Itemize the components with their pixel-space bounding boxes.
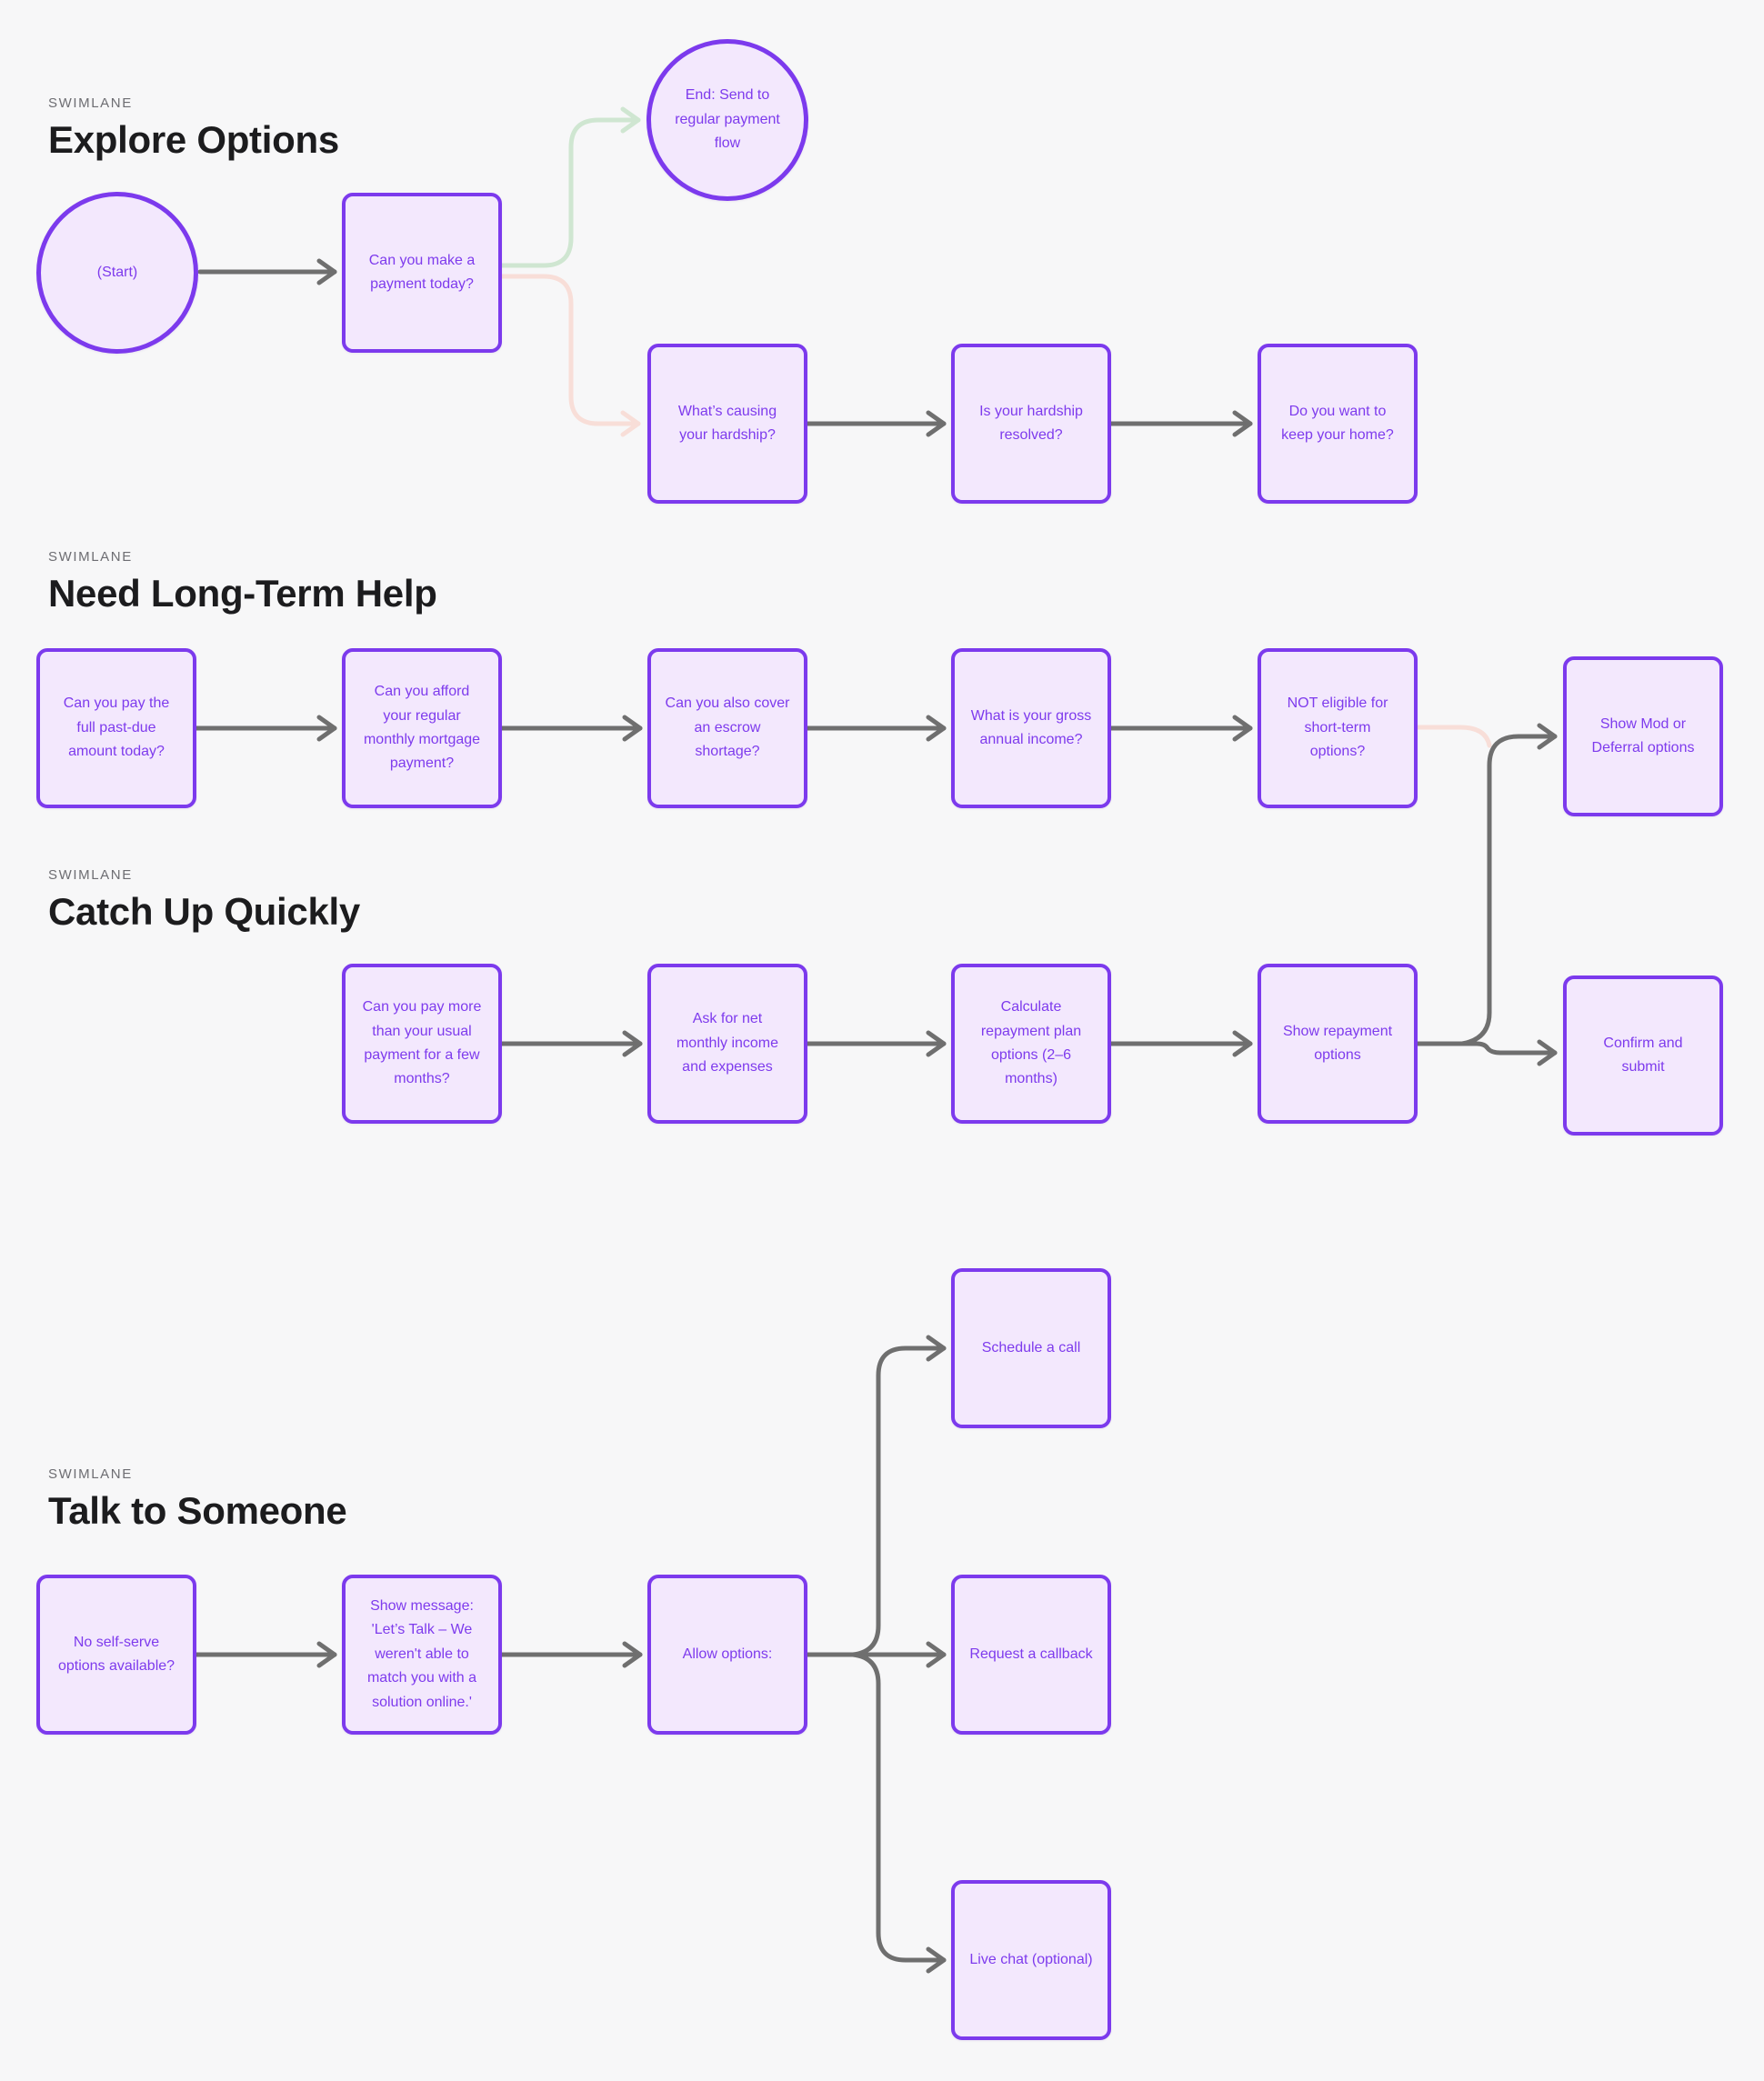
swimlane-label-catch-up-quickly: SWIMLANE [48,867,133,883]
edge-show-repayment-confirm-submit [1415,1039,1558,1066]
node-show-message[interactable]: Show message: 'Let’s Talk – We weren't a… [342,1575,502,1735]
edge-allow-options-schedule-call [805,1335,947,1657]
edge-not-eligible-junction [1415,725,1492,748]
node-keep-home[interactable]: Do you want to keep your home? [1258,344,1418,504]
node-escrow-shortage[interactable]: Can you also cover an escrow shortage? [647,648,807,808]
node-confirm-submit[interactable]: Confirm and submit [1563,975,1723,1136]
edge-junction-show-mod [1459,723,1558,1046]
node-start[interactable]: (Start) [36,192,198,354]
node-show-repayment[interactable]: Show repayment options [1258,964,1418,1124]
node-not-eligible[interactable]: NOT eligible for short-term options? [1258,648,1418,808]
node-full-pastdue[interactable]: Can you pay the full past-due amount tod… [36,648,196,808]
node-request-callback[interactable]: Request a callback [951,1575,1111,1735]
node-live-chat[interactable]: Live chat (optional) [951,1880,1111,2040]
swimlane-title-catch-up-quickly: Catch Up Quickly [48,890,360,933]
edge-payment-today-hardship-cause [499,274,641,437]
node-allow-options[interactable]: Allow options: [647,1575,807,1735]
edge-payment-today-end-regular-flow [499,106,641,268]
node-no-selfserve[interactable]: No self-serve options available? [36,1575,196,1735]
node-afford-regular[interactable]: Can you afford your regular monthly mort… [342,648,502,808]
node-pay-more[interactable]: Can you pay more than your usual payment… [342,964,502,1124]
node-gross-income[interactable]: What is your gross annual income? [951,648,1111,808]
edge-allow-options-live-chat [805,1652,947,1974]
node-end-regular-flow[interactable]: End: Send to regular payment flow [646,39,808,201]
node-hardship-cause[interactable]: What’s causing your hardship? [647,344,807,504]
node-show-mod[interactable]: Show Mod or Deferral options [1563,656,1723,816]
swimlane-label-need-long-term: SWIMLANE [48,549,133,565]
swimlane-label-explore-options: SWIMLANE [48,95,133,111]
swimlane-title-explore-options: Explore Options [48,118,339,161]
node-schedule-call[interactable]: Schedule a call [951,1268,1111,1428]
swimlane-label-talk-to-someone: SWIMLANE [48,1466,133,1482]
swimlane-title-talk-to-someone: Talk to Someone [48,1489,347,1532]
node-ask-income[interactable]: Ask for net monthly income and expenses [647,964,807,1124]
node-payment-today[interactable]: Can you make a payment today? [342,193,502,353]
node-calc-repayment[interactable]: Calculate repayment plan options (2–6 mo… [951,964,1111,1124]
swimlane-title-need-long-term: Need Long-Term Help [48,572,437,615]
node-hardship-resolved[interactable]: Is your hardship resolved? [951,344,1111,504]
